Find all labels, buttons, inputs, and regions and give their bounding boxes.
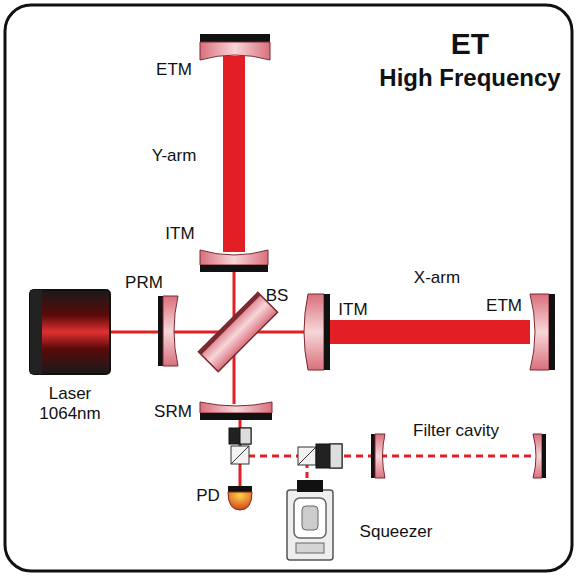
mirror [200, 402, 272, 413]
photodiode [228, 486, 252, 492]
beam [110, 331, 306, 334]
squeezer-icon [287, 480, 333, 560]
mirror-coating [371, 434, 375, 478]
arm-label: X-arm [414, 268, 460, 288]
faraday-isolator [316, 444, 342, 468]
mirror [304, 294, 324, 370]
title-text: ET [451, 27, 489, 62]
mirror-coating [200, 265, 268, 272]
mirror-coating [158, 296, 163, 366]
faraday-isolator [330, 444, 342, 468]
laser-head [30, 290, 42, 374]
squeezed-beam [248, 455, 545, 458]
mirror [375, 434, 385, 478]
arm-label: Y-arm [152, 146, 197, 166]
mirror [200, 250, 268, 265]
laser-head [30, 290, 110, 374]
mirror-coating [324, 294, 330, 370]
mirror-label: ITM [338, 300, 367, 320]
mirror-coating [200, 413, 272, 420]
title-text: High Frequency [379, 64, 560, 92]
mirror-label: ETM [156, 60, 192, 80]
mirror-label: ITM [165, 224, 194, 244]
mirror-coating [542, 434, 546, 478]
squeezer-label: Squeezer [360, 522, 433, 542]
mirror-label: SRM [154, 402, 192, 422]
faraday-isolator [240, 428, 251, 444]
mirror-label: PRM [125, 273, 163, 293]
mirror [200, 42, 270, 60]
beamsplitter-cube [298, 447, 316, 465]
panel-border [5, 5, 572, 571]
mirror-coating [549, 294, 555, 370]
mirror [530, 294, 549, 370]
y-arm-beam [223, 56, 245, 252]
detector-label: PD [196, 486, 220, 506]
beamsplitter-cube [298, 447, 316, 465]
mirror [163, 296, 178, 366]
faraday-isolator [229, 428, 251, 444]
laser-label: Laser 1064nm [35, 384, 105, 423]
x-arm-beam [328, 320, 530, 344]
beamsplitter-cube [231, 446, 249, 464]
photodiode [228, 492, 252, 510]
mirror [533, 434, 542, 478]
filter-cavity-label: Filter cavity [413, 421, 499, 441]
mirror-label: ETM [486, 296, 522, 316]
mirror-coating [200, 34, 270, 42]
mirror-label: BS [266, 286, 289, 306]
beamsplitter-cube [231, 446, 249, 464]
